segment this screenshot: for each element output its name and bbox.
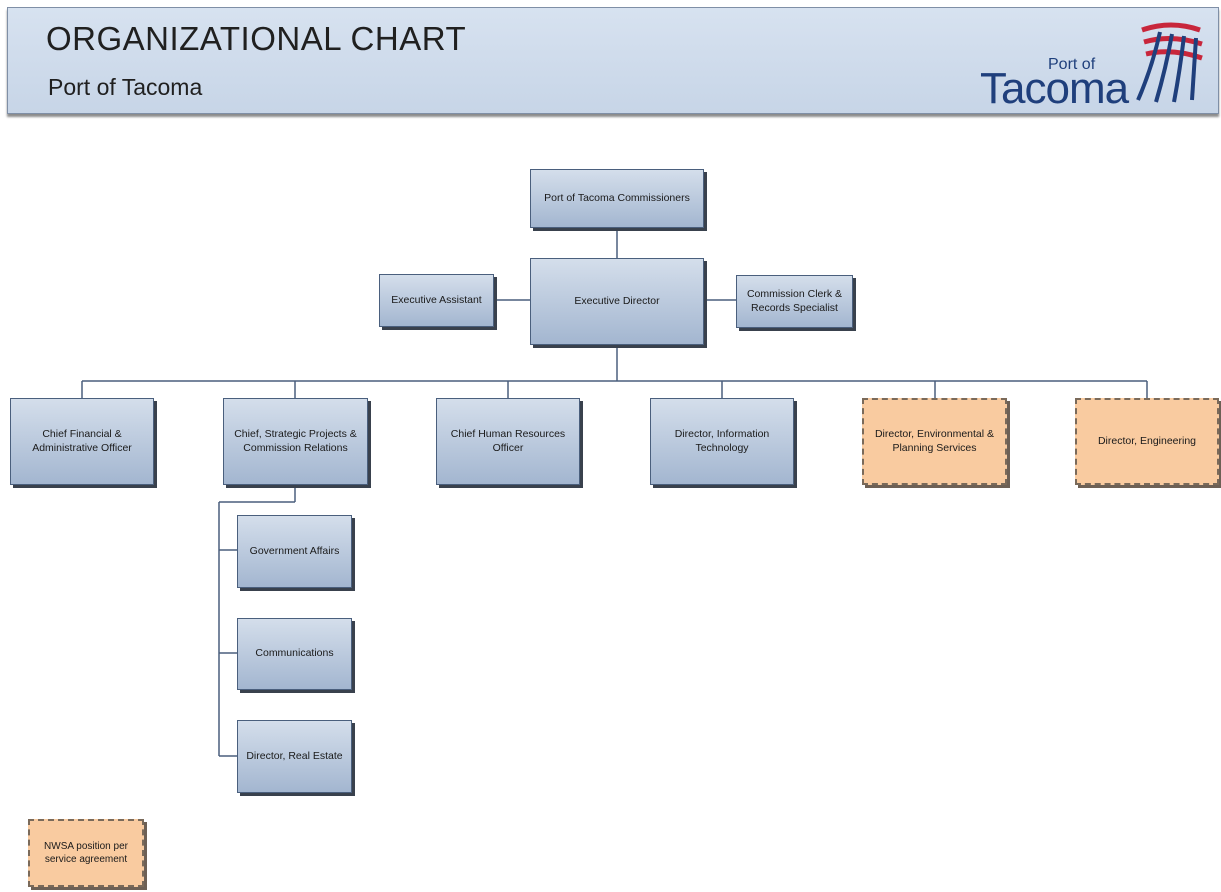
- sub-box-real-estate: Director, Real Estate: [237, 720, 352, 793]
- sub-box-government-affairs: Government Affairs: [237, 515, 352, 588]
- report-box-information-technology: Director, Information Technology: [650, 398, 794, 485]
- logo-text-big: Tacoma: [980, 64, 1129, 113]
- commissioners-box: Port of Tacoma Commissioners: [530, 169, 704, 228]
- logo-waves-icon: [1136, 22, 1203, 103]
- page-subtitle: Port of Tacoma: [48, 74, 203, 100]
- commission-clerk-box: Commission Clerk & Records Specialist: [736, 275, 853, 328]
- report-box-strategic-projects: Chief, Strategic Projects & Commission R…: [223, 398, 368, 485]
- logo-text-small: Port of: [1048, 56, 1096, 73]
- executive-assistant-box: Executive Assistant: [379, 274, 494, 327]
- legend-nwsa-box: NWSA position per service agreement: [28, 819, 144, 887]
- executive-director-box: Executive Director: [530, 258, 704, 345]
- page-title: ORGANIZATIONAL CHART: [46, 20, 467, 57]
- sub-box-communications: Communications: [237, 618, 352, 690]
- report-box-human-resources: Chief Human Resources Officer: [436, 398, 580, 485]
- port-of-tacoma-logo: Port of Tacoma: [980, 16, 1208, 113]
- report-box-engineering: Director, Engineering: [1075, 398, 1219, 485]
- report-box-environmental-planning: Director, Environmental & Planning Servi…: [862, 398, 1007, 485]
- chart-header: ORGANIZATIONAL CHART Port of Tacoma Port…: [7, 7, 1219, 114]
- report-box-cfo: Chief Financial & Administrative Officer: [10, 398, 154, 485]
